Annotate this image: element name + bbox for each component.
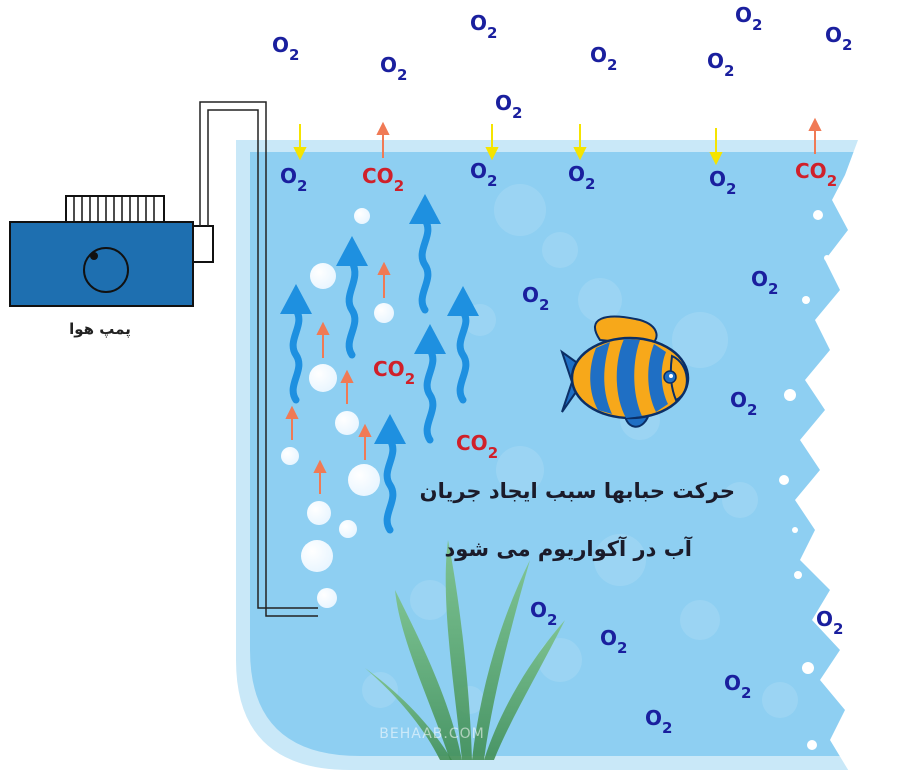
fish-stripe bbox=[648, 344, 668, 412]
bubble bbox=[309, 364, 337, 392]
co2-label: CO2 bbox=[373, 357, 415, 388]
co2-label: CO2 bbox=[362, 164, 404, 195]
o2-label: O2 bbox=[280, 164, 307, 195]
bubble bbox=[374, 303, 394, 323]
pump-vent-lines bbox=[73, 196, 155, 222]
current-arrowhead bbox=[374, 414, 406, 444]
current-arrow bbox=[345, 258, 359, 359]
o2-in-arrow bbox=[709, 128, 723, 166]
caption-line-2: آب در آکواریوم می شود bbox=[444, 536, 692, 561]
o2-label: O2 bbox=[470, 11, 497, 42]
air-tube bbox=[199, 101, 318, 617]
o2-in-arrow bbox=[485, 124, 499, 161]
o2-label: O2 bbox=[735, 3, 762, 34]
aquarium-tank bbox=[236, 140, 900, 773]
o2-label: O2 bbox=[495, 91, 522, 122]
pump-label: پمپ هوا bbox=[69, 320, 131, 339]
fish-icon bbox=[560, 315, 690, 428]
current-arrowheads bbox=[280, 194, 479, 444]
air-pump: پمپ هوا bbox=[9, 195, 214, 339]
bubble bbox=[281, 447, 299, 465]
fish-head bbox=[669, 354, 688, 402]
current-arrow bbox=[423, 346, 437, 444]
o2-in-arrow bbox=[573, 124, 587, 161]
current-arrow bbox=[289, 306, 303, 404]
current-arrowhead bbox=[280, 284, 312, 314]
current-arrowhead bbox=[336, 236, 368, 266]
fish-stripe bbox=[616, 339, 642, 418]
o2-label: O2 bbox=[568, 162, 595, 193]
bubble bbox=[301, 540, 333, 572]
bubble bbox=[307, 501, 331, 525]
co2-out-arrow bbox=[376, 121, 390, 158]
co2-rise-arrows bbox=[285, 261, 391, 494]
bubble bbox=[317, 588, 337, 608]
fish-stripe bbox=[590, 342, 612, 414]
bubble bbox=[339, 520, 357, 538]
frost-edge bbox=[795, 140, 900, 773]
o2-in-arrow bbox=[293, 124, 307, 161]
surface-exchange-arrows bbox=[293, 117, 822, 166]
current-arrowhead bbox=[409, 194, 441, 224]
watermark: BEHAAB.COM bbox=[379, 726, 484, 742]
current-arrowhead bbox=[414, 324, 446, 354]
o2-label: O2 bbox=[645, 706, 672, 737]
o2-label: O2 bbox=[707, 49, 734, 80]
o2-label: O2 bbox=[470, 159, 497, 190]
air-bubbles bbox=[281, 208, 394, 608]
o2-label: O2 bbox=[380, 53, 407, 84]
bubble bbox=[348, 464, 380, 496]
current-arrow bbox=[456, 308, 470, 404]
bubble bbox=[335, 411, 359, 435]
o2-label: O2 bbox=[530, 598, 557, 629]
current-arrow bbox=[383, 436, 397, 534]
co2-label: CO2 bbox=[456, 431, 498, 462]
current-arrowhead bbox=[447, 286, 479, 316]
co2-label: CO2 bbox=[795, 159, 837, 190]
o2-label: O2 bbox=[751, 267, 778, 298]
o2-label: O2 bbox=[272, 33, 299, 64]
pump-vents bbox=[65, 195, 165, 223]
o2-label: O2 bbox=[600, 626, 627, 657]
o2-label: O2 bbox=[709, 167, 736, 198]
o2-label: O2 bbox=[825, 23, 852, 54]
o2-label: O2 bbox=[816, 607, 843, 638]
aquarium-plant bbox=[365, 540, 565, 760]
bubble bbox=[354, 208, 370, 224]
current-arrow bbox=[418, 216, 432, 314]
co2-out-arrow bbox=[808, 117, 822, 154]
frost-speckles bbox=[779, 210, 830, 750]
o2-label: O2 bbox=[730, 388, 757, 419]
caption-line-1: حرکت حبابها سبب ایجاد جریان bbox=[420, 479, 735, 503]
water-current-arrows bbox=[289, 216, 470, 534]
pump-dial-knob bbox=[90, 252, 98, 260]
pump-dial bbox=[83, 247, 129, 293]
o2-label: O2 bbox=[522, 283, 549, 314]
bubble bbox=[310, 263, 336, 289]
pump-body bbox=[9, 221, 194, 307]
o2-label: O2 bbox=[724, 671, 751, 702]
pump-outlet bbox=[192, 225, 214, 263]
o2-label: O2 bbox=[590, 43, 617, 74]
